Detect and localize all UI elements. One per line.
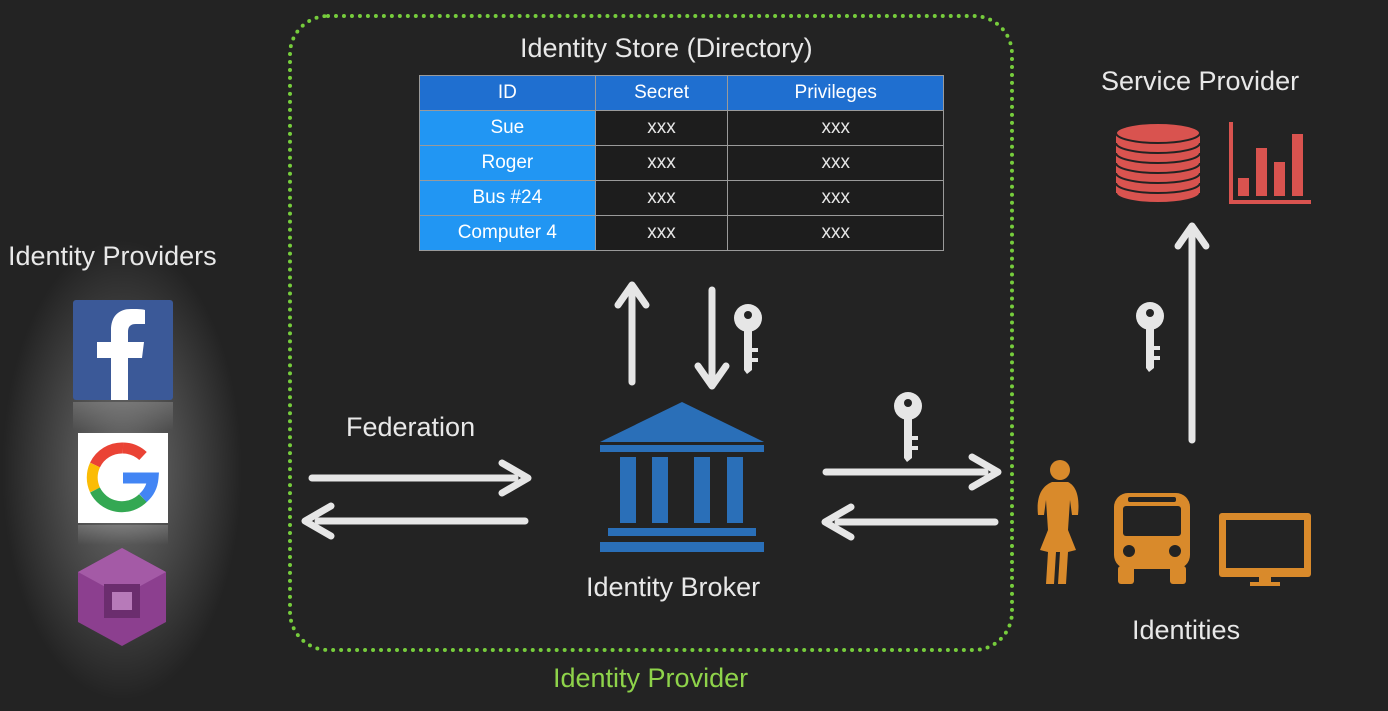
person-icon [1037, 460, 1079, 584]
table-row: Computer 4 xxx xxx [419, 215, 944, 251]
identities-label: Identities [1132, 615, 1241, 645]
table-row: Bus #24 xxx xxx [419, 180, 944, 216]
privileges-cell: xxx [727, 180, 944, 216]
privileges-cell: xxx [727, 145, 944, 181]
key-icon [1136, 302, 1164, 372]
secret-cell: xxx [594, 180, 729, 216]
service-arrow [1174, 222, 1210, 444]
google-logo [78, 433, 168, 545]
privileges-cell: xxx [727, 215, 944, 251]
column-header-privileges: Privileges [727, 75, 944, 111]
store-arrows [614, 281, 730, 390]
id-cell: Computer 4 [419, 215, 596, 251]
id-cell: Roger [419, 145, 596, 181]
monitor-icon [1219, 513, 1311, 586]
bus-icon [1114, 493, 1190, 584]
aws-cognito-logo [78, 548, 166, 646]
identity-store-table: ID Secret Privileges Sue xxx xxx Roger x… [419, 75, 944, 251]
id-cell: Sue [419, 110, 596, 146]
identity-provider-boundary [288, 14, 1014, 652]
federation-label: Federation [346, 412, 476, 442]
store-title: Identity Store (Directory) [520, 33, 813, 63]
service-provider-label: Service Provider [1101, 66, 1300, 96]
bar-chart-icon [1229, 122, 1311, 204]
identity-providers-label: Identity Providers [8, 241, 217, 271]
secret-cell: xxx [594, 215, 729, 251]
column-header-id: ID [419, 75, 596, 111]
table-header-row: ID Secret Privileges [419, 75, 944, 111]
table-row: Sue xxx xxx [419, 110, 944, 146]
bank-icon [600, 402, 764, 552]
identity-broker-label: Identity Broker [586, 572, 761, 602]
facebook-logo [73, 300, 173, 430]
table-row: Roger xxx xxx [419, 145, 944, 181]
privileges-cell: xxx [727, 110, 944, 146]
column-header-secret: Secret [594, 75, 729, 111]
secret-cell: xxx [594, 145, 729, 181]
federation-arrows [301, 459, 532, 540]
identity-provider-label: Identity Provider [553, 663, 749, 693]
secret-cell: xxx [594, 110, 729, 146]
database-icon [1115, 122, 1201, 204]
identity-arrows [821, 453, 1002, 541]
id-cell: Bus #24 [419, 180, 596, 216]
